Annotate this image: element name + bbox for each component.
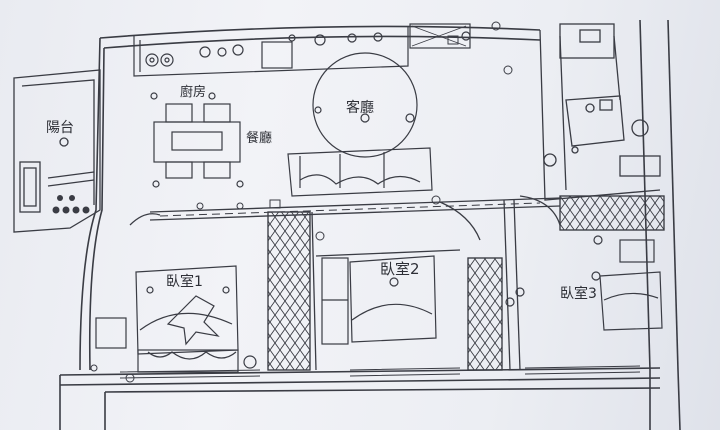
wardrobe-bedroom2-3 [467,257,503,371]
wardrobe-bathroom [559,195,665,231]
sofa [287,147,433,197]
bathroom [539,23,661,201]
outer-walls [59,19,681,430]
living-room-ceiling [312,52,418,158]
label-bedroom1: 臥室1 [166,273,203,290]
label-living: 客廳 [346,99,374,116]
bedroom-walls [311,199,521,371]
label-balcony: 陽台 [46,120,74,136]
bed-bedroom2 [321,255,437,345]
bed-bedroom3 [505,235,663,331]
fixtures [90,21,513,383]
label-bedroom3: 臥室3 [560,285,597,302]
balcony-area [13,69,101,233]
label-kitchen: 廚房 [180,84,206,100]
corridor-wall [129,195,561,241]
bed-bedroom1 [95,265,257,373]
windows [119,365,641,379]
label-dining: 餐廳 [246,130,272,146]
kitchen-counter [133,23,471,77]
label-bedroom2: 臥室2 [380,260,420,278]
wardrobe-bedroom1-2 [267,211,311,371]
dining-table [150,92,244,188]
